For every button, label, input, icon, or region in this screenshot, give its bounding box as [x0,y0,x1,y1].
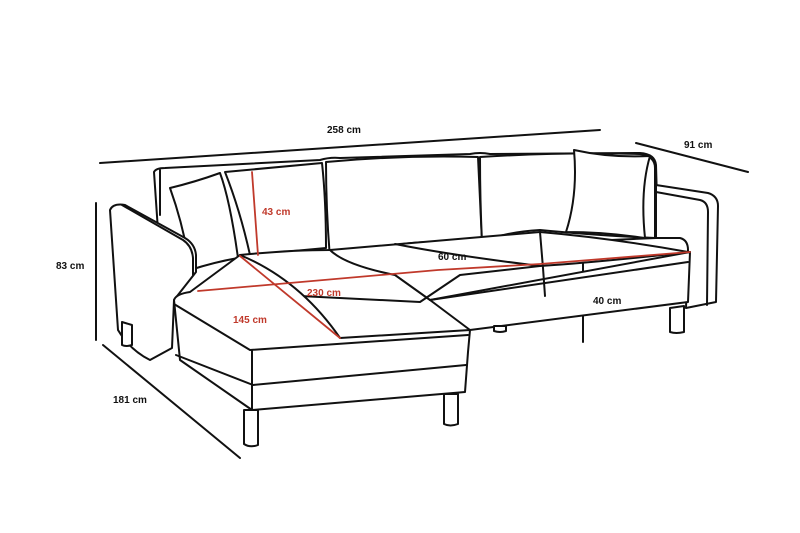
seat-width-line [197,251,691,292]
chaise-seat-depth-line [239,255,341,339]
chaise-seat-depth-label: 145 cm [233,315,267,326]
seat-dimension-lines [197,171,691,339]
total-width-label: 258 cm [327,125,361,136]
height-label: 83 cm [56,261,85,272]
leg-chaise-front [443,393,459,427]
seat-width-label: 230 cm [307,288,341,299]
leg-middle [493,325,507,333]
chaise [173,254,471,411]
depth-label: 91 cm [684,140,713,151]
chaise-length-label: 181 cm [113,395,147,406]
seat-depth-label: 60 cm [438,252,467,263]
right-armrest [655,184,719,309]
back-cushion-height-label: 43 cm [262,207,291,218]
back-cushion-left [224,162,327,256]
leg-front-right [669,305,685,334]
seat-height-label: 40 cm [593,296,622,307]
left-armrest [109,203,197,361]
back-cushion-height-line [251,171,259,256]
seat-cushions [239,231,691,303]
depth-dimension-line [635,142,749,173]
leg-front-left [243,409,259,448]
chaise-length-dimension-line [102,344,241,459]
throw-pillow-right [565,149,651,239]
leg-back-left [121,321,133,347]
width-dimension-line [99,129,601,164]
seat-section [239,231,691,331]
sofa-legs [121,305,685,448]
